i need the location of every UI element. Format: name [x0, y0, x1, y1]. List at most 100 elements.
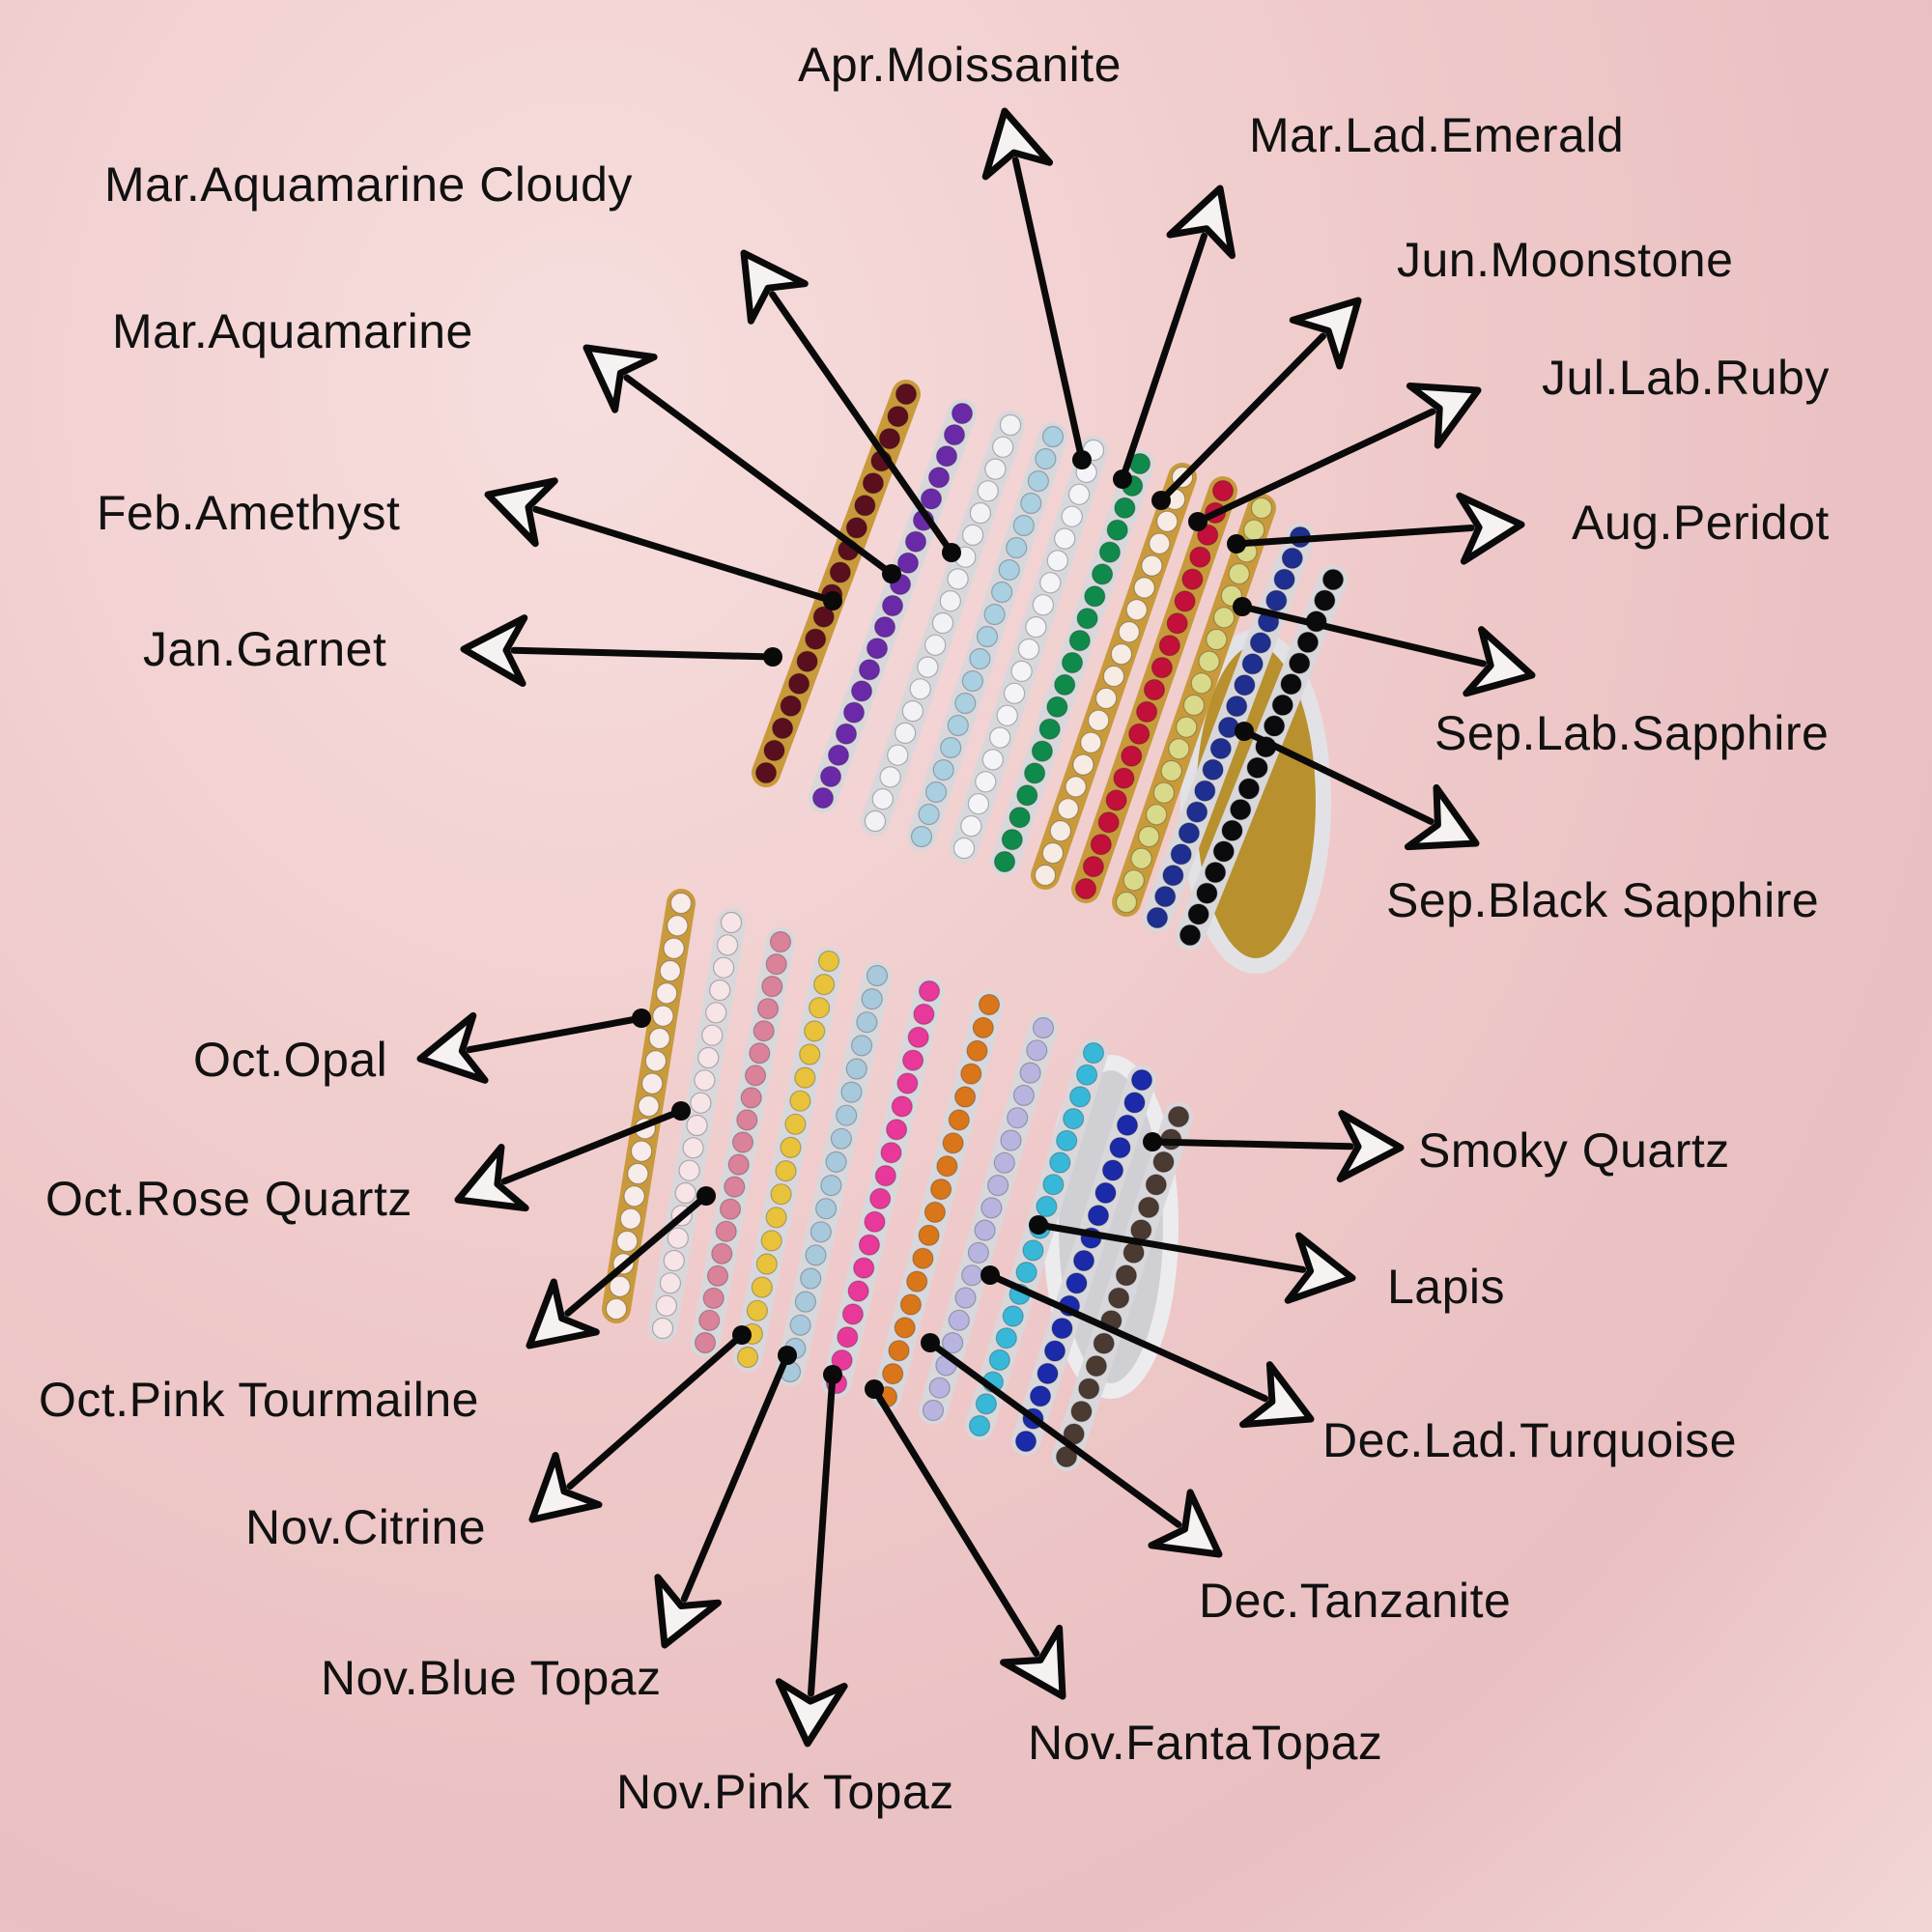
- bottom-gem: [820, 1174, 842, 1197]
- bottom-gem: [894, 1317, 916, 1339]
- top-gem: [1084, 585, 1106, 608]
- bottom-gem: [651, 1317, 674, 1340]
- top-gem: [895, 383, 918, 406]
- arrow-lapis: [1029, 1215, 1356, 1304]
- bottom-gem: [1037, 1362, 1059, 1385]
- top-gem: [976, 625, 999, 648]
- bottom-gem: [1056, 1129, 1078, 1151]
- top-gem: [1281, 547, 1303, 570]
- bottom-gem: [1130, 1219, 1152, 1241]
- top-gem: [1098, 541, 1122, 563]
- top-gem: [940, 736, 962, 759]
- top-gem: [1141, 554, 1163, 577]
- bottom-gem: [1116, 1114, 1139, 1136]
- top-gem: [1118, 621, 1140, 643]
- bottom-gem: [891, 1095, 913, 1118]
- bottom-gem: [986, 1174, 1009, 1197]
- bottom-gem: [706, 1264, 729, 1287]
- bottom-gem: [912, 1247, 934, 1269]
- top-gem: [967, 793, 990, 815]
- top-gem: [1113, 767, 1135, 789]
- top-gem: [845, 517, 867, 539]
- bottom-gem: [800, 1267, 822, 1290]
- bottom-gem: [697, 1046, 720, 1069]
- top-gem: [996, 704, 1018, 726]
- top-gem: [812, 606, 835, 628]
- top-gem: [1041, 841, 1065, 865]
- top-gem: [977, 480, 999, 502]
- top-gem: [1114, 497, 1136, 519]
- bottom-gem: [1032, 1016, 1055, 1039]
- bottom-gem: [712, 956, 735, 979]
- top-gem: [1031, 740, 1054, 762]
- bottom-gem: [659, 1272, 682, 1294]
- bottom-gem: [627, 1162, 649, 1185]
- bottom-gem: [960, 1063, 982, 1085]
- top-gem: [879, 766, 901, 788]
- label-oct-opal: Oct.Opal: [193, 1033, 388, 1087]
- top-gem: [842, 701, 866, 724]
- bottom-gem: [760, 1230, 782, 1252]
- top-gem: [819, 765, 842, 788]
- bottom-gem: [923, 1201, 947, 1224]
- arrow-amethyst: [484, 477, 842, 611]
- label-nov-fanta-topaz: Nov.FantaTopaz: [1028, 1716, 1383, 1770]
- top-gem: [989, 726, 1011, 749]
- bottom-gem: [1085, 1354, 1108, 1378]
- arrow-black-sapphire: [1235, 722, 1480, 851]
- top-gem: [780, 695, 802, 717]
- top-stack: [752, 380, 1348, 950]
- arrow-fanta-topaz: [865, 1379, 1066, 1700]
- top-gem: [1209, 737, 1232, 760]
- top-gem: [1003, 682, 1026, 704]
- top-gem: [1121, 745, 1143, 767]
- top-gem: [1128, 723, 1151, 745]
- bottom-gem: [609, 1275, 631, 1297]
- arrow-blue-topaz: [654, 1346, 797, 1649]
- bottom-gem: [831, 1349, 853, 1372]
- arrow-aquamarine-cloudy: [740, 249, 961, 562]
- arrow-layer: [416, 107, 1536, 1747]
- label-mar-aquamarine-cloudy: Mar.Aquamarine Cloudy: [104, 157, 633, 212]
- top-gem: [854, 495, 876, 517]
- top-gem: [1105, 789, 1127, 811]
- top-gem: [1158, 635, 1180, 657]
- top-gem: [1176, 716, 1198, 738]
- bottom-gem: [780, 1136, 802, 1159]
- bottom-band: [733, 947, 843, 1372]
- bottom-gem: [1167, 1105, 1190, 1128]
- top-gem: [924, 634, 947, 656]
- bottom-gem: [746, 1299, 769, 1321]
- bottom-gem: [1007, 1107, 1029, 1129]
- top-gem: [1271, 694, 1293, 717]
- bottom-band: [919, 1013, 1058, 1425]
- top-gem: [1243, 519, 1265, 541]
- bottom-gem: [751, 1276, 773, 1298]
- bottom-gem: [1049, 1151, 1071, 1174]
- top-gem: [975, 771, 997, 793]
- bottom-gem: [755, 1253, 778, 1275]
- bottom-gem: [817, 950, 840, 973]
- bottom-gem: [836, 1104, 858, 1126]
- top-gem: [1194, 780, 1216, 802]
- top-gem: [894, 722, 917, 745]
- top-gem: [811, 786, 835, 810]
- top-gem: [1023, 762, 1046, 784]
- top-gem: [862, 472, 885, 495]
- bottom-gem: [841, 1303, 865, 1325]
- bottom-gem: [775, 1159, 797, 1182]
- top-band: [861, 411, 1025, 836]
- top-gem: [1049, 820, 1071, 842]
- bottom-gem: [674, 1181, 696, 1205]
- top-gem: [1125, 599, 1148, 621]
- bottom-gem: [885, 1119, 908, 1141]
- top-gem: [918, 803, 940, 826]
- bottom-gem: [659, 959, 681, 982]
- bottom-gem: [866, 964, 889, 987]
- bottom-band: [1052, 1102, 1193, 1471]
- top-gem: [1156, 510, 1179, 532]
- top-gem: [1082, 855, 1105, 878]
- bottom-gem: [641, 1072, 664, 1094]
- bottom-gem: [638, 1094, 660, 1118]
- top-gem: [960, 814, 982, 838]
